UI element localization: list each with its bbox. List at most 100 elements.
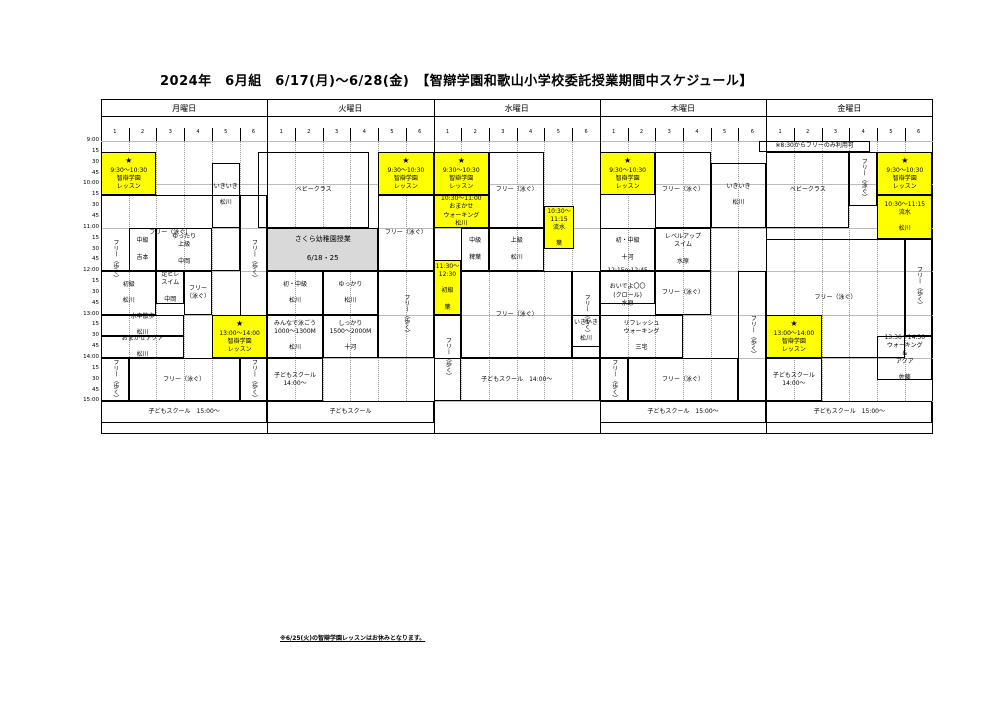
- schedule-block: 上級 松川: [489, 227, 545, 272]
- schedule-block: フリー（歩く）: [101, 195, 129, 325]
- block-line: [474, 245, 476, 253]
- block-line: いきいき: [574, 318, 599, 326]
- lane-number: 2: [307, 129, 311, 135]
- time-label: 30: [92, 288, 99, 295]
- lane-number: 3: [501, 129, 505, 135]
- block-line: いきいき: [213, 183, 238, 191]
- block-line: 6/18・25: [306, 254, 339, 263]
- schedule-block: フリー（泳ぐ）: [128, 358, 240, 402]
- schedule-block: フリー（泳ぐ）: [655, 151, 711, 228]
- time-label: 15: [92, 321, 99, 328]
- schedule-block: フリー（歩く）: [378, 271, 434, 358]
- block-line: ★: [901, 156, 909, 165]
- block-line: 12:30: [438, 271, 457, 279]
- block-line: レッスン: [615, 182, 640, 190]
- footnote: ※6/25(火)の智辯学園レッスンはお休みとなります。: [280, 635, 426, 642]
- time-label: 15: [92, 234, 99, 241]
- block-line: 13:00〜14:00: [219, 329, 260, 337]
- lane-tick: [516, 128, 518, 141]
- free-swim-label: フリー（泳ぐ）: [662, 185, 705, 193]
- schedule-block: 子どもスクール 15:00〜: [599, 401, 767, 424]
- block-line: リフレッシュ: [623, 320, 660, 328]
- lane-number: 3: [168, 129, 172, 135]
- block-line: [142, 343, 144, 351]
- block-line: ★: [402, 156, 410, 165]
- block-line: ※8:30からフリーのみ利用可: [775, 142, 854, 150]
- free-walk-label: フリー（泳ぐ）: [860, 157, 868, 200]
- free-walk-label: フリー（歩く）: [915, 266, 923, 309]
- schedule-block: おまかせアクア 松川: [101, 335, 185, 358]
- schedule-block: 子どもスクール 14:00〜: [433, 358, 600, 402]
- block-line: 智辯学園: [892, 174, 917, 182]
- block-line: 松川: [898, 225, 911, 233]
- lane-number: 6: [584, 129, 588, 135]
- lane-tick: [904, 128, 906, 141]
- free-swim-label: フリー（泳ぐ）: [662, 375, 705, 383]
- block-line: [627, 275, 629, 283]
- block-line: 9:30〜10:30: [442, 166, 480, 174]
- lane-tick: [821, 128, 823, 141]
- block-line: 子どもスクール: [274, 371, 317, 379]
- lane-line: [211, 141, 213, 402]
- schedule-block: 初・中級 十河: [599, 227, 656, 272]
- block-line: 中岡: [164, 295, 177, 303]
- schedule-block: フリー（歩く）: [239, 358, 268, 402]
- block-line: [446, 296, 448, 304]
- day-header: 水曜日: [504, 104, 529, 113]
- schedule-block: ベビークラス: [766, 151, 850, 228]
- schedule-block: 子どもスクール: [267, 401, 434, 424]
- time-label: 11:00: [83, 223, 99, 230]
- block-line: 松川: [455, 219, 468, 227]
- free-swim-label: フリー（泳ぐ）: [163, 375, 206, 383]
- lane-line: [821, 141, 823, 402]
- schedule-block: レベルアップスイム 水原: [655, 227, 711, 272]
- block-line: おいでよ〇〇: [609, 283, 646, 291]
- block-line: 初級: [441, 287, 454, 295]
- block-line: 智辯学園: [781, 337, 806, 345]
- block-line: 13:00〜14:00: [773, 329, 815, 337]
- block-line: スイム: [674, 241, 692, 249]
- time-label: 10:00: [83, 180, 99, 187]
- time-label: 15: [92, 278, 99, 285]
- schedule-block: フリー（歩く）: [599, 358, 628, 402]
- block-line: いきいき: [726, 183, 751, 191]
- lane-number: 3: [833, 129, 838, 135]
- header-rule: [101, 116, 933, 117]
- block-line: 佐藤: [898, 374, 911, 382]
- block-line: さくら幼稚園授業: [294, 235, 351, 244]
- lane-number: 5: [224, 129, 228, 135]
- lane-tick: [849, 128, 851, 141]
- free-swim-label: フリー（泳ぐ）: [149, 229, 192, 237]
- block-line: 水中散歩: [130, 313, 155, 321]
- lane-number: 4: [695, 129, 699, 135]
- free-walk-label: フリー（歩く）: [749, 315, 757, 358]
- lane-number: 6: [917, 129, 921, 135]
- block-line: ★: [790, 318, 798, 328]
- block-line: おまかせ: [449, 203, 474, 211]
- block-line: 初級: [122, 280, 135, 288]
- block-line: 智辯学園: [116, 174, 141, 182]
- block-line: 子どもスクール 15:00〜: [148, 408, 220, 416]
- schedule-block: 中級 吉本: [128, 227, 157, 272]
- free-swim-label: フリー（泳ぐ）: [384, 229, 427, 237]
- lane-tick: [572, 128, 574, 141]
- lane-number: 3: [667, 129, 671, 135]
- free-walk-label: フリー（歩く）: [250, 239, 258, 282]
- free-walk-label: フリー（歩く）: [402, 293, 410, 336]
- schedule-block: フリー（歩く）: [101, 358, 129, 402]
- time-label: 45: [92, 169, 99, 176]
- block-line: ゆったり: [172, 233, 197, 241]
- time-label: 30: [92, 158, 99, 165]
- free-swim-label: フリー（泳ぐ）: [185, 284, 210, 300]
- block-line: 智辯学園: [615, 174, 640, 182]
- lane-number: 6: [251, 129, 256, 135]
- block-line: アクア: [895, 358, 914, 365]
- block-line: [682, 249, 684, 257]
- block-line: [904, 217, 906, 225]
- free-swim-label: フリー（泳ぐ）: [814, 294, 857, 302]
